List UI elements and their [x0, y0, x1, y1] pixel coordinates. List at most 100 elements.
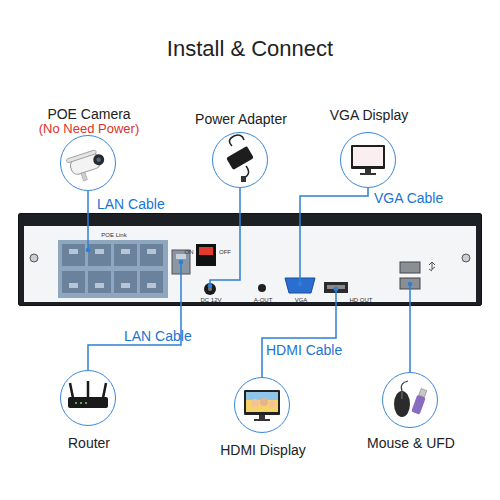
port-notch: [95, 249, 104, 254]
port-dot: [334, 287, 339, 292]
router-led: [85, 402, 87, 404]
device-label: VGA Display: [330, 107, 409, 123]
cable-label: LAN Cable: [124, 328, 192, 344]
poe-port: [114, 271, 137, 293]
router-antenna: [103, 383, 106, 398]
cable-connector: [239, 188, 241, 213]
poe-port: [88, 271, 111, 293]
screen-face: [269, 401, 276, 408]
poe-port: [140, 271, 163, 293]
usb-symbol: [429, 262, 435, 271]
port-label: OFF: [219, 249, 231, 256]
port-dot: [179, 260, 184, 265]
port-dot: [208, 284, 213, 289]
leader-line: [299, 213, 301, 284]
mouse-body: [394, 391, 410, 417]
port-notch: [69, 283, 78, 288]
port-notch: [95, 283, 104, 288]
monitor-base: [254, 419, 270, 421]
mouse-wheel: [402, 392, 403, 399]
cable-connector: [87, 191, 89, 213]
poe-port-block: [58, 240, 168, 298]
device-label: Router: [68, 435, 110, 451]
poe-port: [62, 244, 85, 266]
poe-port: [62, 271, 85, 293]
audio-out-jack: [258, 284, 266, 292]
device-label: (No Need Power): [39, 122, 139, 137]
port-notch: [69, 249, 78, 254]
device-label: Mouse & UFD: [367, 435, 455, 451]
cable-label: HDMI Cable: [266, 342, 342, 358]
mouse-cable: [401, 381, 408, 391]
router-antenna: [70, 383, 73, 398]
power-adapter-icon: [226, 135, 254, 182]
mouse-ufd-icon: [394, 381, 428, 417]
device-label: Power Adapter: [195, 111, 287, 127]
leader-line: [87, 213, 89, 250]
port-label: VGA: [295, 297, 308, 304]
adapter-cable: [229, 135, 244, 146]
port-notch: [147, 249, 156, 254]
port-label: POE Link: [101, 232, 126, 239]
adapter-plug: [241, 176, 246, 182]
screw: [462, 254, 470, 262]
port-dot: [298, 282, 303, 287]
monitor-base: [360, 173, 376, 175]
device-label: HDMI Display: [220, 442, 306, 458]
power-switch-rocker: [199, 247, 213, 255]
router-body: [68, 397, 108, 408]
monitor-stand: [365, 169, 371, 173]
hdmi-display-icon: [244, 390, 280, 421]
usb-stick-body: [411, 395, 426, 415]
screw: [30, 254, 38, 262]
port-dot: [408, 282, 413, 287]
nvr-face: [24, 226, 476, 302]
diagram-title: Install & Connect: [0, 36, 500, 61]
device-circle: Mouse & UFD: [382, 372, 438, 428]
port-notch: [121, 283, 130, 288]
leader-line: [335, 289, 337, 306]
leader-line: [180, 262, 182, 306]
adapter-brick: [226, 146, 254, 170]
port-label: HD OUT: [350, 297, 373, 304]
camera-lens: [92, 153, 106, 167]
cable-connector: [262, 306, 336, 377]
dc-jack: [204, 283, 216, 295]
power-switch: [196, 244, 216, 266]
router-icon: [68, 381, 108, 408]
vga-display-icon: [351, 145, 385, 175]
screen-face: [251, 399, 259, 407]
monitor-screen: [353, 147, 383, 166]
cable-label: VGA Cable: [374, 190, 443, 206]
poe-port: [114, 244, 137, 266]
port-notch: [121, 249, 130, 254]
device-label: POE Camera: [47, 106, 130, 122]
poe-port: [140, 244, 163, 266]
usb-port: [400, 262, 420, 273]
camera-lens-glass: [96, 157, 102, 163]
cable-label: LAN Cable: [97, 196, 165, 212]
poe-port: [88, 244, 111, 266]
leader-line: [210, 213, 240, 286]
camera-shield: [66, 150, 97, 163]
router-led: [80, 402, 82, 404]
leader-line: [409, 284, 411, 306]
camera-mount: [81, 172, 87, 181]
port-notch: [147, 283, 156, 288]
screen-face: [260, 398, 268, 406]
usb-stick: [411, 388, 428, 415]
router-led: [75, 402, 77, 404]
port-label: ON: [185, 249, 194, 256]
monitor-frame: [351, 145, 385, 169]
port-label: A-OUT: [254, 297, 273, 304]
camera-icon: [66, 148, 109, 184]
cable-connector: [409, 306, 411, 372]
port-label: DC 12V: [200, 297, 221, 304]
monitor-screen: [246, 392, 278, 412]
monitor-stand: [259, 415, 265, 419]
router-antenna: [87, 381, 90, 398]
